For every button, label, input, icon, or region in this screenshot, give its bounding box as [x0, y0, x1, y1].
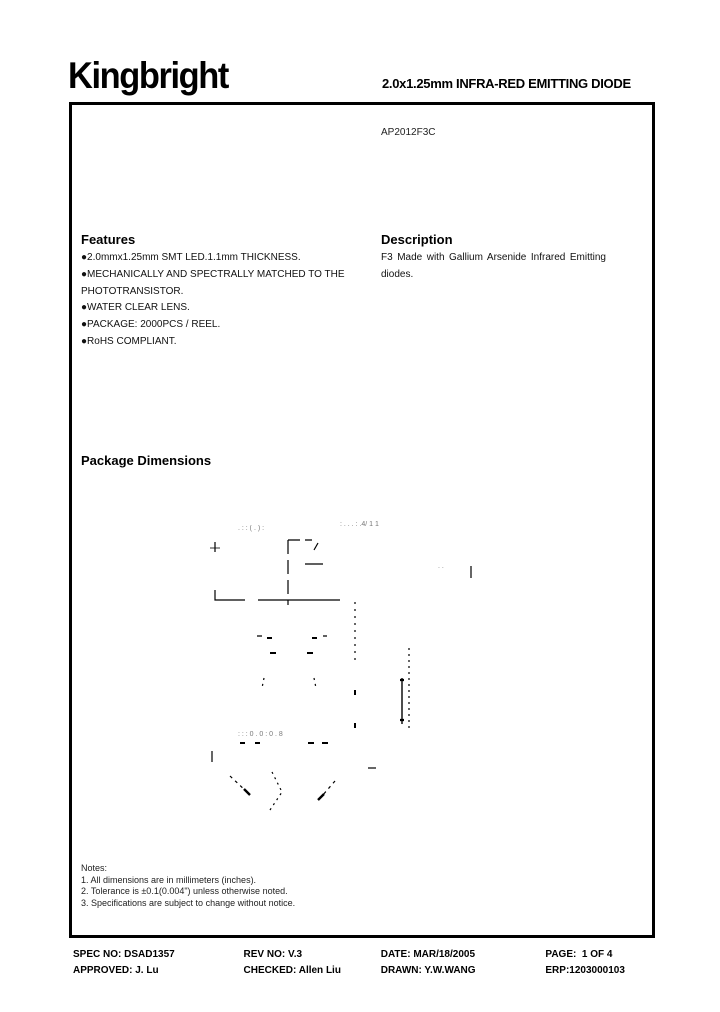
erp-number: ERP:1203000103 [545, 965, 625, 976]
description-text: F3 Made with Gallium Arsenide Infrared E… [381, 252, 606, 280]
checked-by: CHECKED: Allen Liu [243, 965, 341, 976]
part-number: AP2012F3C [381, 127, 436, 138]
feature-item: PHOTOTRANSISTOR. [81, 285, 184, 297]
note-item: 1. All dimensions are in millimeters (in… [81, 874, 257, 885]
features-list: ●2.0mmx1.25mm SMT LED.1.1mm THICKNESS. ●… [81, 250, 345, 351]
document-title: 2.0x1.25mm INFRA-RED EMITTING DIODE [382, 76, 631, 91]
approved-by: APPROVED: J. Lu [73, 965, 159, 976]
package-dimensions-heading: Package Dimensions [81, 453, 212, 468]
page-number: PAGE: 1 OF 4 [545, 949, 613, 960]
description-heading: Description [381, 232, 453, 247]
content-frame [69, 102, 655, 938]
feature-item: ●2.0mmx1.25mm SMT LED.1.1mm THICKNESS. [81, 252, 301, 263]
footer-row-2: APPROVED: J. Lu CHECKED: Allen Liu DRAWN… [73, 965, 663, 976]
package-dimension-drawing: . : : ( . ) : : . . . : .4/ 1 1 . . : : … [210, 521, 472, 811]
footer-row-1: SPEC NO: DSAD1357 REV NO: V.3 DATE: MAR/… [73, 949, 663, 960]
features-heading: Features [81, 232, 136, 247]
feature-item: ●PACKAGE: 2000PCS / REEL. [81, 319, 221, 331]
svg-text:: . . . : .4/ 1 1: : . . . : .4/ 1 1 [340, 521, 379, 528]
notes-section: Notes: 1. All dimensions are in millimet… [81, 863, 295, 909]
date: DATE: MAR/18/2005 [380, 949, 476, 960]
revision-number: REV NO: V.3 [243, 949, 303, 960]
spec-number: SPEC NO: DSAD1357 [73, 949, 175, 960]
note-item: 2. Tolerance is ±0.1(0.004") unless othe… [81, 886, 288, 896]
feature-item: ●MECHANICALLY AND SPECTRALLY MATCHED TO … [81, 268, 345, 280]
svg-text:: : : 0 . 0 : 0 . 8: : : : 0 . 0 : 0 . 8 [238, 731, 283, 738]
feature-item: ●RoHS COMPLIANT. [81, 335, 177, 347]
drawn-by: DRAWN: Y.W.WANG [380, 965, 476, 976]
feature-item: ●WATER CLEAR LENS. [81, 302, 190, 314]
note-item: 3. Specifications are subject to change … [81, 897, 296, 908]
notes-heading: Notes: [81, 863, 108, 873]
svg-text:. : : ( . ) :: . : : ( . ) : [238, 525, 264, 532]
svg-text:. .: . . [438, 563, 444, 570]
kingbright-logo: Kingbright [68, 55, 229, 96]
